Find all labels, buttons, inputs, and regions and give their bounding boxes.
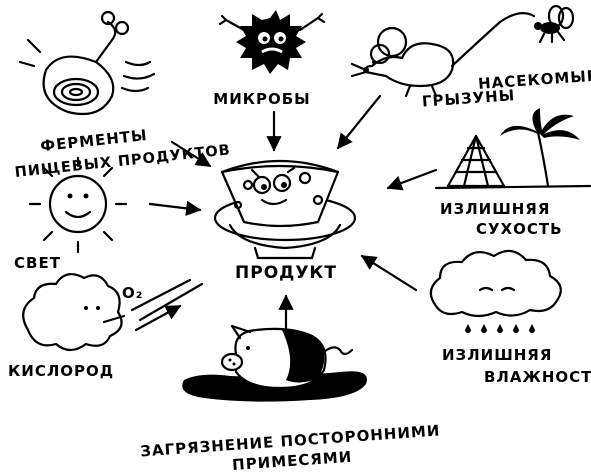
humidity-label-2: ВЛАЖНОСТЬ: [484, 368, 591, 386]
microbe-icon: [218, 10, 326, 74]
sun-icon: [28, 156, 128, 254]
ham-leg-icon: [18, 10, 156, 116]
rain-cloud-icon: [429, 249, 562, 333]
arrow-humidity: [360, 254, 418, 292]
arrow-light: [148, 200, 202, 216]
rodents-label: ГРЫЗУНЫ: [421, 86, 515, 110]
o2-label: O₂: [122, 284, 143, 302]
enzymes-label-1: ФЕРМЕНТЫ: [39, 126, 148, 155]
mouse-icon: [350, 11, 536, 98]
arrow-rodents: [336, 94, 382, 150]
dryness-label-2: СУХОСТЬ: [476, 220, 563, 238]
fly-icon: [534, 4, 575, 44]
arrow-oxygen: [130, 278, 204, 332]
pyramid-palm-icon: [434, 108, 591, 190]
arrow-enzymes: [170, 140, 212, 168]
microbes-label: МИКРОБЫ: [213, 90, 310, 108]
humidity-label-1: ИЗЛИШНЯЯ: [442, 346, 552, 364]
pig-in-mud-icon: [182, 324, 367, 402]
dryness-label-1: ИЗЛИШНЯЯ: [440, 200, 550, 218]
arrow-dryness: [386, 168, 438, 191]
light-label: СВЕТ: [14, 254, 61, 272]
center-label: ПРОДУКТ: [235, 263, 337, 283]
oxygen-cloud-icon: [22, 273, 126, 352]
cheese-on-plate-icon: [213, 159, 357, 260]
oxygen-label: КИСЛОРОД: [8, 362, 114, 380]
